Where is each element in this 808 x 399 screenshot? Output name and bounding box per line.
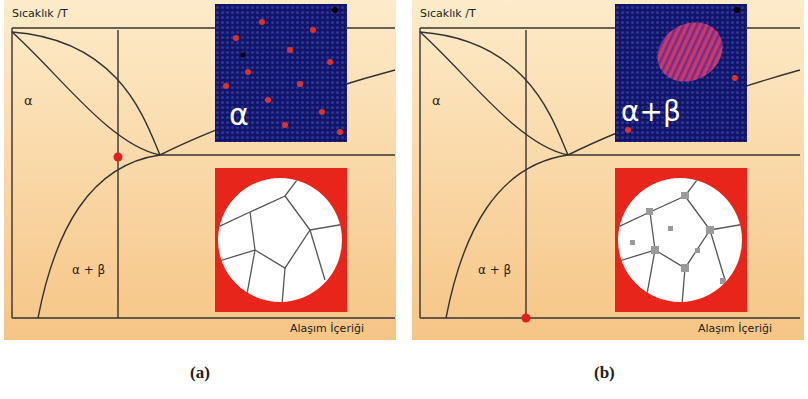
- phase-label: α+β: [621, 98, 681, 126]
- grain-boundaries: [616, 176, 745, 305]
- micrograph-frame: [215, 168, 347, 312]
- atom-lattice: [215, 4, 347, 142]
- vacancies: [734, 7, 740, 13]
- micrograph: [618, 178, 742, 302]
- inset-panel: α: [215, 4, 347, 142]
- phase-label: α: [432, 94, 441, 108]
- axis-label: Sıcaklık /T: [420, 8, 476, 20]
- solvus-line: [446, 155, 568, 318]
- solidus-line: [420, 32, 568, 155]
- solvus-line: [38, 155, 160, 318]
- axis-label: Sıcaklık /T: [12, 8, 68, 20]
- panel-caption: (a): [190, 364, 210, 383]
- phase-label: α: [229, 100, 249, 130]
- phase-label: α + β: [72, 264, 105, 277]
- composition-axis: [12, 317, 395, 318]
- temperature-axis: [11, 28, 12, 318]
- phase-label: α: [24, 94, 33, 108]
- liquidus-line: [420, 32, 568, 155]
- composition-line: [117, 30, 118, 318]
- composition-line: [525, 30, 526, 318]
- vacancies: [241, 7, 339, 58]
- composition-axis: [420, 317, 800, 318]
- solute-atoms: [223, 19, 343, 135]
- panel-a: [4, 0, 396, 340]
- solidus-line: [12, 32, 160, 155]
- eutectic-line: [160, 154, 395, 155]
- atom-lattice: [615, 4, 747, 142]
- phase-label: α + β: [478, 264, 511, 277]
- panel-caption: (b): [594, 364, 615, 383]
- panel-ground: [4, 0, 396, 340]
- liquidus-line: [12, 32, 160, 155]
- panel-b: [412, 0, 804, 340]
- axis-label: Alaşım İçeriği: [290, 323, 364, 335]
- beta-precipitate: [647, 11, 734, 93]
- panel-ground: [412, 0, 804, 340]
- state-point: [522, 314, 531, 323]
- grain-boundaries: [216, 176, 345, 305]
- beta-particles: [630, 192, 746, 284]
- micrograph: [218, 178, 342, 302]
- temperature-axis: [419, 28, 420, 318]
- inset-panel: α+β: [615, 4, 747, 142]
- eutectic-line: [568, 154, 800, 155]
- axis-label: Alaşım İçeriği: [698, 323, 772, 335]
- micrograph-frame: [615, 168, 747, 312]
- state-point: [114, 153, 123, 162]
